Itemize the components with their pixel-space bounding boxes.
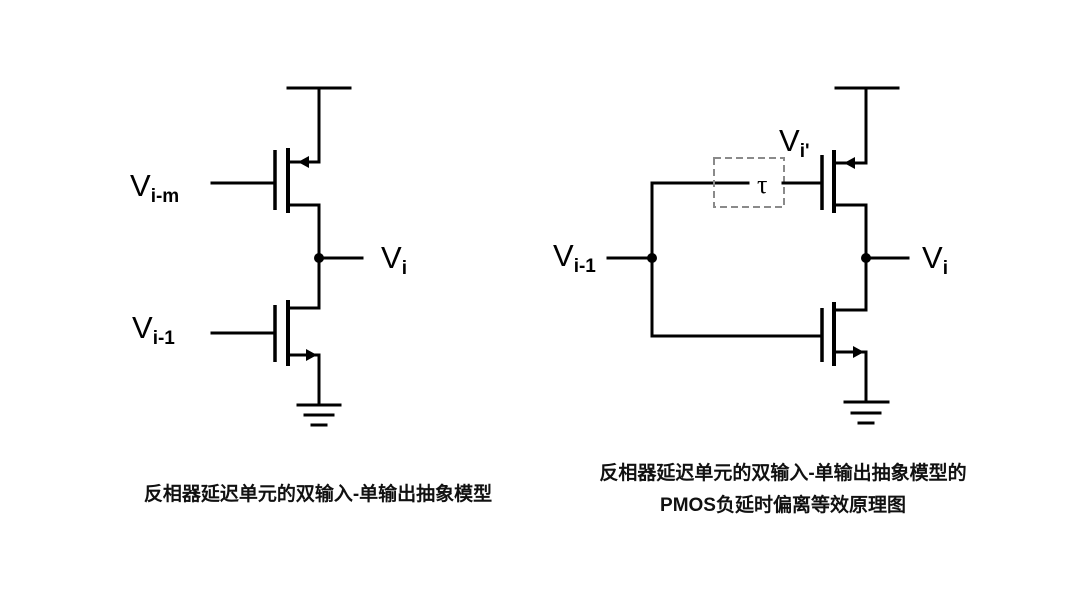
- left-pmos-arrow-icon: [298, 156, 309, 168]
- label-main: V: [132, 310, 153, 345]
- label-main: V: [553, 238, 574, 273]
- right-nmos-transistor: [650, 302, 868, 366]
- delay-symbol: τ: [757, 170, 767, 199]
- right-nmos-arrow-icon: [853, 346, 864, 358]
- right-output-label: Vi: [922, 240, 948, 279]
- left-nmos-transistor: [210, 300, 321, 366]
- left-circuit: Vi-m Vi Vi-1 反相器延迟单元的双输入-单输出抽象模型: [130, 86, 492, 505]
- left-pmos-transistor: [210, 148, 321, 213]
- left-nmos-arrow-icon: [306, 349, 317, 361]
- right-caption-line2: PMOS负延时偏离等效原理图: [660, 493, 906, 516]
- label-sub: i-m: [151, 186, 180, 207]
- left-input-bottom-label: Vi-1: [132, 310, 175, 349]
- label-main: V: [130, 168, 151, 203]
- left-caption: 反相器延迟单元的双输入-单输出抽象模型: [144, 482, 492, 505]
- label-main: V: [381, 240, 402, 275]
- right-input-node: [647, 253, 657, 263]
- right-pmos-arrow-icon: [844, 157, 855, 169]
- right-input-label: Vi-1: [553, 238, 596, 277]
- label-sub: i-1: [153, 328, 176, 349]
- right-gate-node-label: Vi': [779, 123, 809, 162]
- label-main: V: [779, 123, 800, 158]
- label-main: V: [922, 240, 943, 275]
- label-sub: i-1: [574, 256, 597, 277]
- left-input-top-label: Vi-m: [130, 168, 179, 207]
- label-sub: i': [800, 141, 810, 162]
- label-sub: i: [943, 258, 948, 279]
- left-output-label: Vi: [381, 240, 407, 279]
- right-circuit: τ Vi' Vi-1: [553, 86, 967, 516]
- right-caption-line1: 反相器延迟单元的双输入-单输出抽象模型的: [599, 461, 966, 484]
- right-ground-icon: [843, 400, 890, 425]
- right-pmos-transistor: [820, 150, 868, 213]
- left-ground-icon: [296, 403, 342, 427]
- label-sub: i: [402, 258, 407, 279]
